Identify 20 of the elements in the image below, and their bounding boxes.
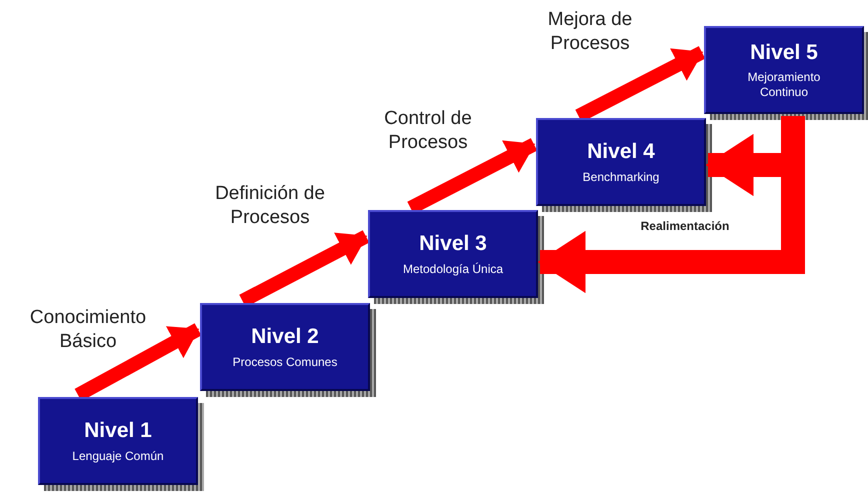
level-title: Nivel 3 bbox=[419, 231, 487, 258]
edge-label: Realimentación bbox=[640, 219, 730, 234]
level-box bbox=[704, 26, 864, 114]
level-description: Mejoramiento Continuo bbox=[746, 70, 822, 100]
level-title: Nivel 4 bbox=[587, 139, 655, 166]
level-box bbox=[38, 397, 198, 485]
level-box bbox=[200, 303, 370, 391]
level-box bbox=[368, 210, 538, 298]
level-title: Nivel 1 bbox=[84, 418, 152, 444]
edge-label: Control de Procesos bbox=[383, 107, 473, 154]
edge-label: Definición de Procesos bbox=[214, 182, 326, 230]
edge-label: Conocimiento Básico bbox=[28, 306, 148, 354]
level-description: Benchmarking bbox=[582, 170, 660, 185]
level-description: Procesos Comunes bbox=[232, 354, 338, 370]
level-description: Lenguaje Común bbox=[71, 448, 165, 464]
level-title: Nivel 5 bbox=[750, 40, 818, 66]
level-box bbox=[536, 118, 706, 206]
level-title: Nivel 2 bbox=[251, 324, 319, 350]
level-description: Metodología Única bbox=[402, 262, 504, 277]
edge-label: Mejora de Procesos bbox=[546, 8, 634, 56]
